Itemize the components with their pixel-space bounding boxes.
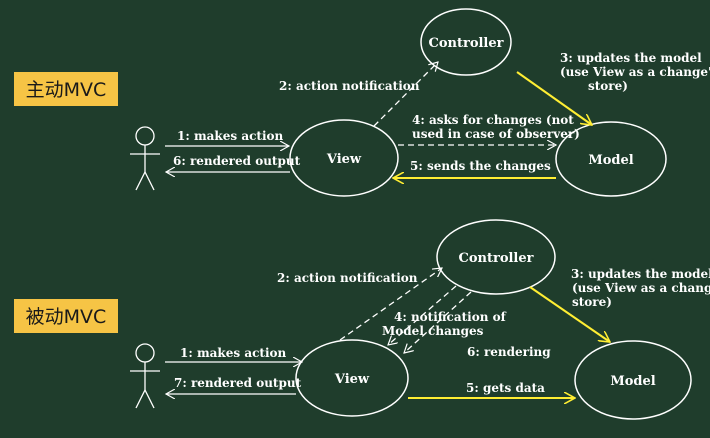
edge-label-notification-2: Model changes — [382, 324, 484, 338]
view-label: View — [334, 372, 370, 387]
edge-label-action-notification: 2: action notification — [279, 79, 420, 93]
view-label: View — [326, 152, 362, 167]
edge-label-makes-action: 1: makes action — [177, 129, 284, 143]
edge-label-action-notification: 2: action notification — [277, 271, 418, 285]
active-mvc-tag: 主动MVC — [14, 72, 118, 106]
model-label: Model — [588, 153, 633, 168]
active-mvc-tag-label: 主动MVC — [26, 79, 107, 101]
edge-label-rendered-output: 7: rendered output — [174, 376, 302, 390]
edge-action-notification — [339, 268, 442, 341]
edge-label-notification-1: 4: notification of — [394, 310, 507, 324]
controller-node — [436, 219, 556, 295]
model-label: Model — [610, 374, 655, 389]
edge-updates-model — [516, 71, 592, 125]
edge-label-makes-action: 1: makes action — [180, 346, 287, 360]
edge-label-asks-changes-2: used in case of observer) — [412, 127, 580, 141]
controller-label: Controller — [459, 251, 534, 266]
view-node — [295, 339, 409, 417]
controller-label: Controller — [429, 36, 504, 51]
passive-mvc-tag: 被动MVC — [14, 299, 118, 333]
edge-label-updates-model-3: store) — [572, 295, 612, 309]
edge-label-rendered-output: 6: rendered output — [173, 154, 301, 168]
edge-label-rendering: 6: rendering — [467, 345, 551, 359]
view-node — [289, 119, 399, 197]
edge-label-updates-model-2: (use View as a change's — [572, 281, 710, 295]
active-mvc-section: 主动MVC Controller View Model 1: makes act… — [14, 8, 710, 197]
passive-mvc-section: 被动MVC Controller View Model 1: makes act… — [14, 219, 710, 420]
user-actor-icon — [130, 343, 160, 409]
edge-action-notification — [373, 62, 438, 127]
edge-label-updates-model-2: (use View as a change's — [560, 65, 710, 79]
model-node — [555, 121, 667, 197]
edge-notification-model-changes — [388, 285, 457, 345]
edge-label-updates-model-3: store) — [588, 79, 628, 93]
edge-label-updates-model-1: 3: updates the model — [571, 267, 710, 281]
model-node — [574, 340, 692, 420]
edge-updates-model — [529, 286, 610, 342]
user-actor-icon — [130, 126, 160, 191]
edge-label-updates-model-1: 3: updates the model — [560, 51, 702, 65]
edge-label-sends-changes: 5: sends the changes — [410, 159, 551, 173]
edge-label-asks-changes-1: 4: asks for changes (not — [412, 113, 574, 127]
controller-node — [420, 8, 512, 76]
edge-label-gets-data: 5: gets data — [466, 381, 545, 395]
passive-mvc-tag-label: 被动MVC — [26, 306, 107, 328]
edge-rendering — [404, 291, 472, 353]
